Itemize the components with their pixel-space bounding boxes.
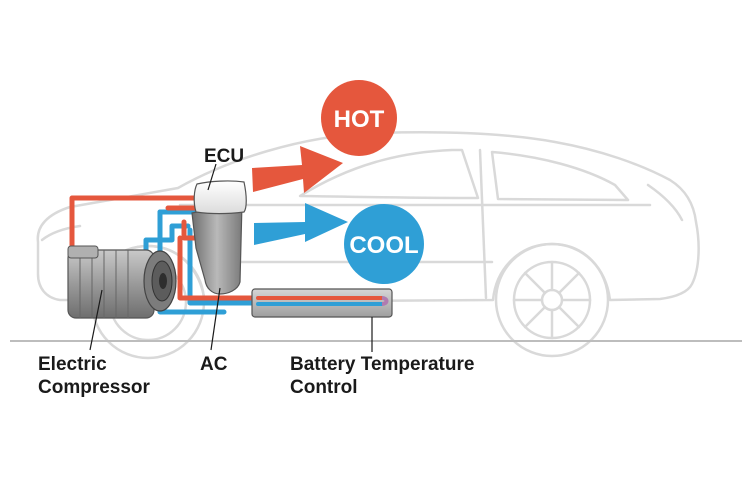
hot-pipe-ecu-down [181, 219, 199, 241]
ecu-unit [193, 180, 247, 215]
hot-arrow [252, 146, 343, 193]
electric-compressor [67, 245, 177, 319]
leader-lines [89, 163, 373, 352]
battery-temperature-control-label-line2: Control [290, 377, 358, 398]
car-trunk-line [646, 183, 684, 222]
hot-label: HOT [334, 106, 385, 133]
rear-wheel-spokes [512, 260, 592, 340]
battery-temperature-control-unit [251, 288, 393, 318]
cool-pipe-compressor-top [143, 223, 191, 255]
ac-unit [191, 202, 243, 295]
ac-leader [210, 287, 221, 351]
compressor-leader [89, 289, 103, 351]
ecu-leader [207, 163, 217, 191]
cool-arrow [254, 203, 348, 245]
hot-bubble [321, 80, 397, 156]
cool-label: COOL [349, 232, 418, 259]
electric-compressor-label-line2: Compressor [38, 377, 151, 398]
ac-label: AC [200, 354, 228, 375]
ecu-label: ECU [204, 146, 244, 167]
car-headlight [40, 224, 82, 242]
cool-bubble [344, 204, 424, 284]
cool-pipe-loop-left [157, 209, 227, 315]
rear-wheel-outer [494, 242, 610, 358]
electric-compressor-label-line1: Electric [38, 354, 107, 375]
hot-pipe-compressor-top [69, 195, 201, 263]
car-rear-window [490, 150, 630, 202]
battery-temperature-control-label-line1: Battery Temperature [290, 354, 474, 375]
car-door-line [478, 148, 488, 300]
car-window [298, 148, 480, 200]
